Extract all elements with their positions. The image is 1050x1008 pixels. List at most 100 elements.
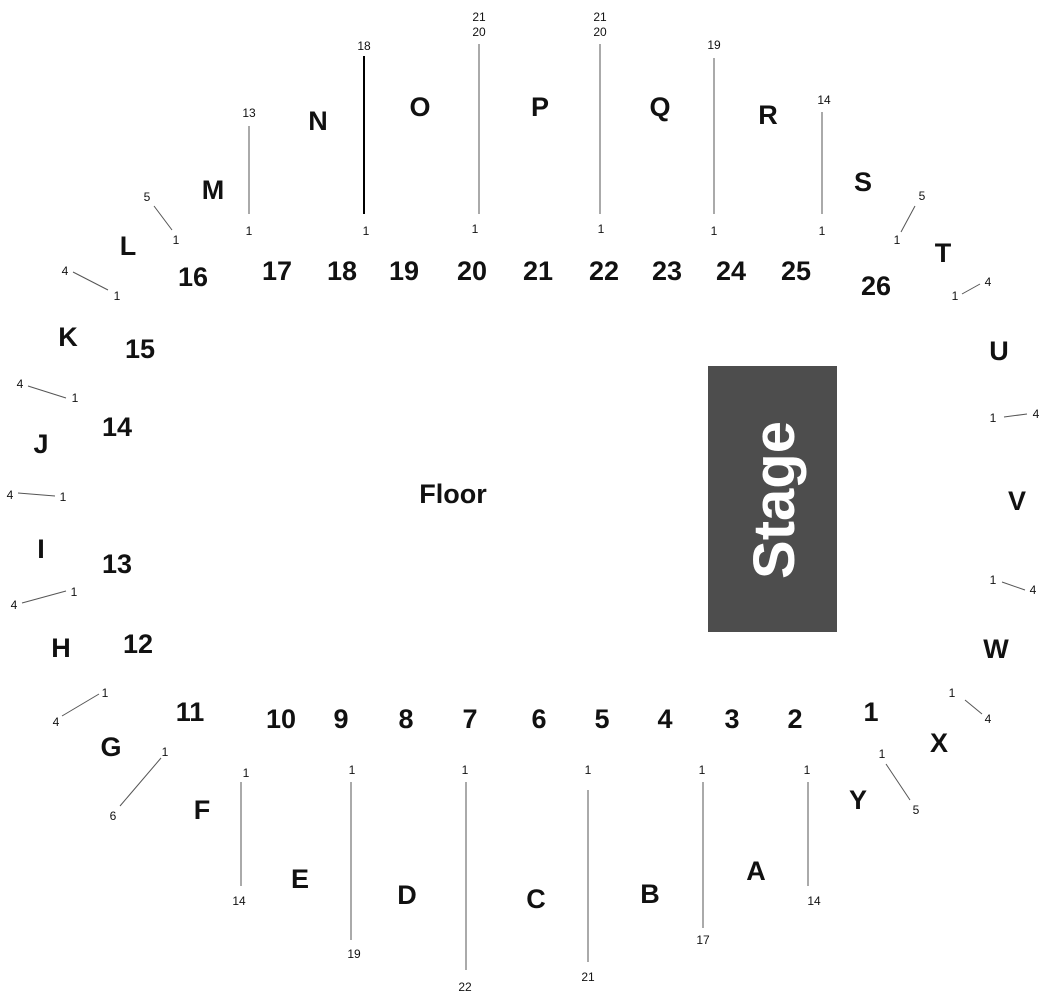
section-v[interactable]: V [1008,486,1026,516]
section-letters: A B C D E F G H I J K L M N O P Q R S T … [33,92,1026,914]
row-marker: 1 [879,747,886,761]
row-markers: 13 1 18 1 21 20 1 21 20 1 19 1 14 1 5 1 … [7,10,1040,994]
row-marker: 1 [243,766,250,780]
section-f[interactable]: F [194,795,211,825]
row-marker: 14 [807,894,821,908]
section-1[interactable]: 1 [863,697,878,727]
section-5[interactable]: 5 [594,704,609,734]
section-k[interactable]: K [58,322,78,352]
row-marker: 1 [585,763,592,777]
row-marker: 4 [53,715,60,729]
section-18[interactable]: 18 [327,256,357,286]
section-a[interactable]: A [746,856,766,886]
section-p[interactable]: P [531,92,549,122]
section-r[interactable]: R [758,100,778,130]
row-marker: 4 [985,712,992,726]
row-marker: 1 [804,763,811,777]
row-marker: 1 [162,745,169,759]
section-25[interactable]: 25 [781,256,811,286]
row-marker: 21 [472,10,486,24]
section-d[interactable]: D [397,880,417,910]
row-marker: 4 [7,488,14,502]
section-21[interactable]: 21 [523,256,553,286]
row-marker: 18 [357,39,371,53]
section-h[interactable]: H [51,633,71,663]
section-m[interactable]: M [202,175,225,205]
row-marker: 21 [593,10,607,24]
divider-u-v [1003,413,1028,418]
divider-j-k [27,385,67,399]
row-marker: 20 [593,25,607,39]
section-s[interactable]: S [854,167,872,197]
row-marker: 1 [990,411,997,425]
divider-k-l [72,271,109,291]
divider-f-g [119,757,162,807]
section-j[interactable]: J [33,429,48,459]
section-dividers [17,44,1028,970]
section-10[interactable]: 10 [266,704,296,734]
row-marker: 1 [462,763,469,777]
row-marker: 13 [242,106,256,120]
section-b[interactable]: B [640,879,660,909]
divider-g-h [61,693,100,717]
section-q[interactable]: Q [649,92,670,122]
section-c[interactable]: C [526,884,546,914]
section-3[interactable]: 3 [724,704,739,734]
section-w[interactable]: W [983,634,1009,664]
stage[interactable]: Stage [708,366,837,632]
stage-label: Stage [742,421,807,579]
section-11[interactable]: 11 [176,697,205,727]
section-13[interactable]: 13 [102,549,132,579]
row-marker: 1 [71,585,78,599]
row-marker: 14 [232,894,246,908]
section-2[interactable]: 2 [787,704,802,734]
row-marker: 4 [985,275,992,289]
divider-i-j [17,492,56,497]
row-marker: 21 [581,970,595,984]
section-14[interactable]: 14 [102,412,132,442]
section-7[interactable]: 7 [462,704,477,734]
section-19[interactable]: 19 [389,256,419,286]
section-4[interactable]: 4 [657,704,672,734]
section-24[interactable]: 24 [716,256,746,286]
section-26[interactable]: 26 [861,271,891,301]
section-t[interactable]: T [935,238,952,268]
divider-h-i [21,590,67,604]
section-15[interactable]: 15 [125,334,155,364]
row-marker: 6 [110,809,117,823]
section-n[interactable]: N [308,106,328,136]
section-i[interactable]: I [37,534,45,564]
section-6[interactable]: 6 [531,704,546,734]
row-marker: 1 [699,763,706,777]
section-u[interactable]: U [989,336,1009,366]
section-23[interactable]: 23 [652,256,682,286]
section-17[interactable]: 17 [262,256,292,286]
section-e[interactable]: E [291,864,309,894]
row-marker: 19 [707,38,721,52]
divider-w-x [964,699,983,715]
section-12[interactable]: 12 [123,629,153,659]
section-22[interactable]: 22 [589,256,619,286]
row-marker: 4 [11,598,18,612]
row-marker: 1 [819,224,826,238]
section-g[interactable]: G [100,732,121,762]
divider-v-w [1001,581,1026,591]
section-20[interactable]: 20 [457,256,487,286]
row-marker: 1 [990,573,997,587]
row-marker: 4 [62,264,69,278]
row-marker: 1 [349,763,356,777]
row-marker: 1 [72,391,79,405]
row-marker: 5 [913,803,920,817]
divider-s-t [900,205,916,233]
section-9[interactable]: 9 [333,704,348,734]
floor-label: Floor [419,479,487,509]
row-marker: 4 [1030,583,1037,597]
section-y[interactable]: Y [849,785,867,815]
section-l[interactable]: L [120,231,137,261]
section-o[interactable]: O [409,92,430,122]
row-marker: 1 [949,686,956,700]
section-x[interactable]: X [930,728,948,758]
section-8[interactable]: 8 [398,704,413,734]
section-16[interactable]: 16 [178,262,208,292]
